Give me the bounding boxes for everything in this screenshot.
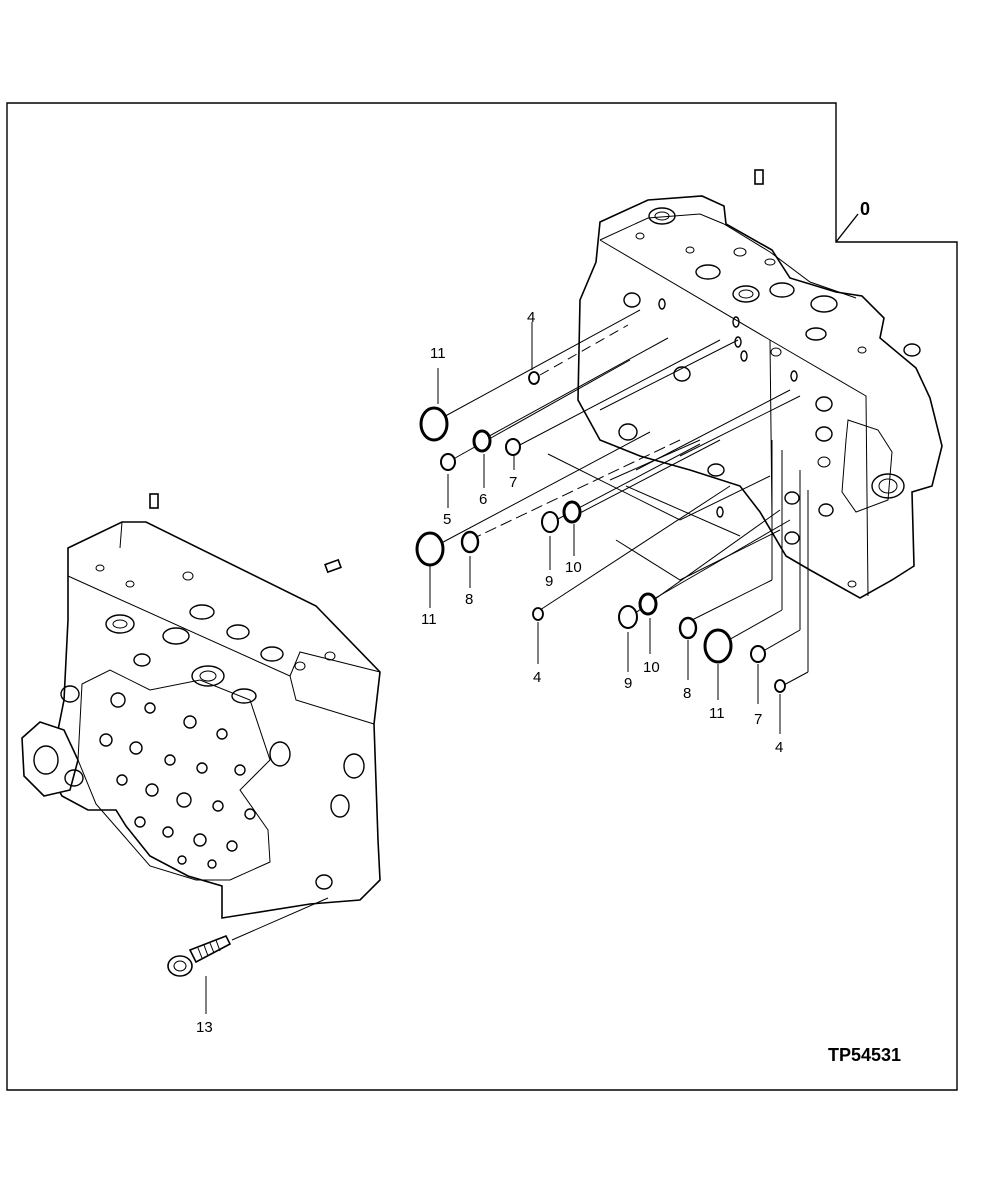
- callout-4-upper: 4: [527, 309, 535, 326]
- assembly-reference-label: 0: [860, 199, 870, 219]
- callout-8-upper: 8: [465, 591, 473, 608]
- callout-9-upper: 9: [545, 573, 553, 590]
- callout-10-upper: 10: [565, 559, 582, 576]
- callout-9-lower: 9: [624, 675, 632, 692]
- cap-screw-part-13: [167, 897, 329, 977]
- callout-7-upper: 7: [509, 474, 517, 491]
- diagram-frame: [6, 102, 958, 1091]
- callout-4-middle: 4: [533, 669, 541, 686]
- control-valve-body-left: [21, 493, 381, 919]
- callout-10-lower: 10: [643, 659, 660, 676]
- callout-11-middle: 11: [421, 611, 437, 628]
- callout-6: 6: [479, 491, 487, 508]
- callout-13: 13: [196, 1019, 213, 1036]
- callout-11-lower: 11: [709, 705, 725, 722]
- callout-7-lower: 7: [754, 711, 762, 728]
- callout-11-upper: 11: [430, 345, 446, 362]
- callout-labels: 11 4 6 7 5 11 8 9 10 4 9 10 8 11 7 4 13: [196, 309, 783, 1036]
- callout-4-lower: 4: [775, 739, 783, 756]
- callout-5: 5: [443, 511, 451, 528]
- callout-8-lower: 8: [683, 685, 691, 702]
- figure-reference-label: TP54531: [828, 1045, 901, 1065]
- leader-lines: [205, 298, 809, 1014]
- control-valve-body-right: [577, 169, 943, 599]
- o-rings: [415, 371, 786, 693]
